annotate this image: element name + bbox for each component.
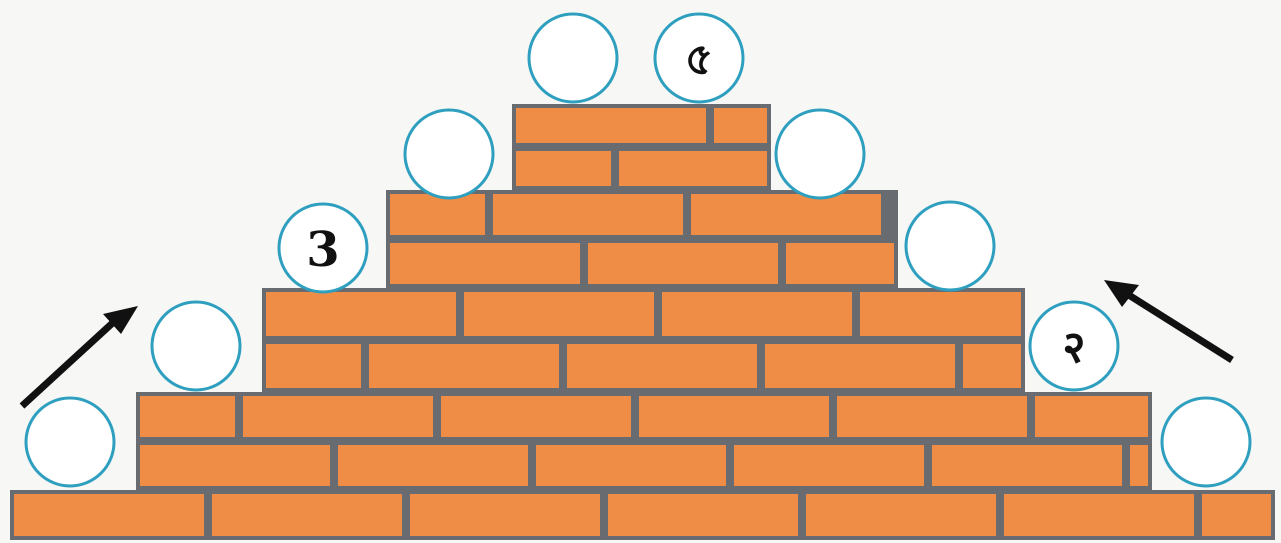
brick: [1202, 494, 1271, 536]
brick: [662, 292, 852, 336]
brick: [516, 108, 706, 143]
brick: [567, 344, 757, 388]
brick: [639, 396, 829, 437]
brick: [140, 445, 330, 486]
brick: [516, 151, 611, 186]
brick: [441, 396, 631, 437]
circle-row4-right[interactable]: २: [1030, 302, 1118, 390]
brick: [1035, 396, 1148, 437]
brick: [714, 108, 767, 143]
brick: [212, 494, 402, 536]
arrow-up-left-icon: [1104, 280, 1232, 360]
brick: [536, 445, 726, 486]
brick: [140, 396, 235, 437]
circle-top-left[interactable]: [529, 14, 617, 102]
brick: [1004, 494, 1194, 536]
brick: [390, 243, 580, 284]
brick: [390, 194, 485, 235]
brick: [786, 243, 894, 284]
brick: [266, 344, 361, 388]
brick: [369, 344, 559, 388]
brick: [963, 344, 1021, 388]
brick: [338, 445, 528, 486]
circle-row3-left[interactable]: 3: [279, 204, 367, 292]
brick: [691, 194, 881, 235]
arrow-up-right-icon: [22, 306, 138, 406]
circle-top-right[interactable]: ৫: [655, 14, 743, 102]
circle-row4-left[interactable]: [152, 302, 240, 390]
circle-bottom-right[interactable]: [1162, 398, 1250, 486]
brick: [837, 396, 1027, 437]
circle-row3-right[interactable]: [906, 202, 994, 290]
brick: [588, 243, 778, 284]
circle-row2-right[interactable]: [776, 110, 864, 198]
circle-bottom-left[interactable]: [26, 398, 114, 486]
circle-label: 3: [306, 222, 339, 278]
brick: [14, 494, 204, 536]
brick: [1130, 445, 1148, 486]
brick: [410, 494, 600, 536]
brick: [493, 194, 683, 235]
brick: [806, 494, 996, 536]
circle-label: ৫: [685, 34, 714, 85]
brick: [765, 344, 955, 388]
circle-row2-left[interactable]: [405, 110, 493, 198]
brick: [243, 396, 433, 437]
brick: [734, 445, 924, 486]
circle-label: २: [1063, 322, 1086, 373]
brick: [860, 292, 1021, 336]
brick: [932, 445, 1122, 486]
brick: [619, 151, 767, 186]
brick: [266, 292, 456, 336]
brick: [608, 494, 798, 536]
brick: [464, 292, 654, 336]
